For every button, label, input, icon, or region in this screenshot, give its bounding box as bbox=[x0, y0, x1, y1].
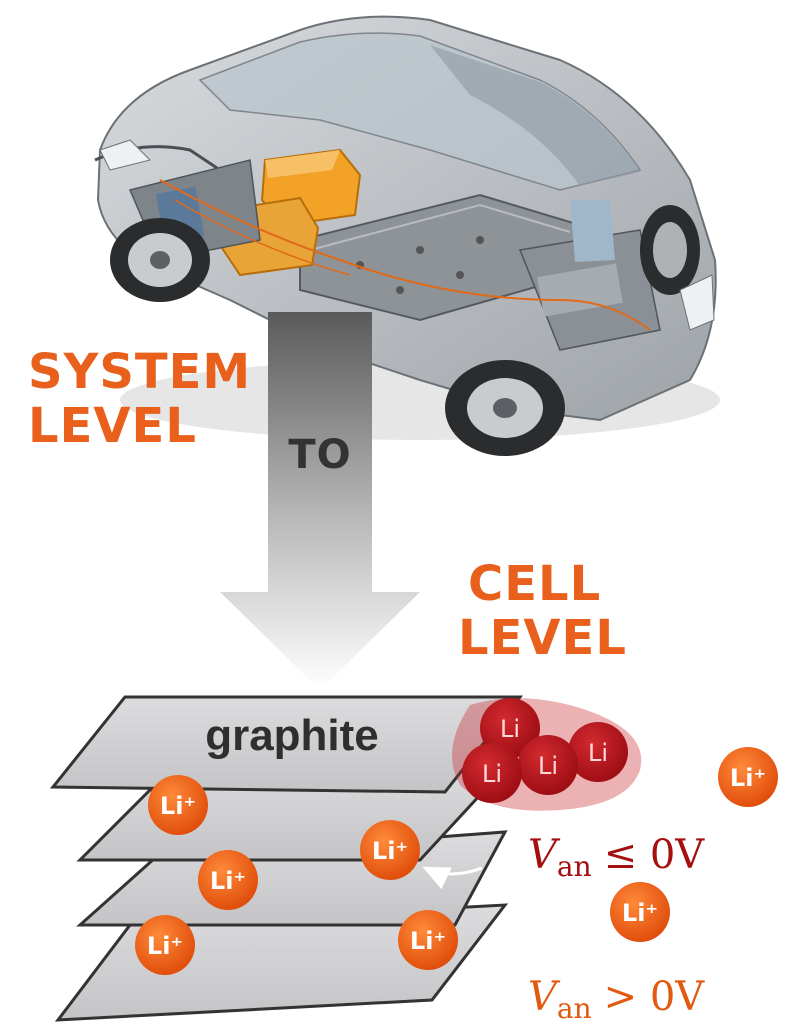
plated-li-3-label: Li bbox=[538, 752, 558, 780]
rear-wheel bbox=[445, 360, 565, 456]
plated-li-3: Li bbox=[518, 735, 578, 795]
equation-normal-var: V bbox=[528, 974, 561, 1020]
li-ion-4: Li⁺ bbox=[135, 915, 195, 975]
far-wheel bbox=[640, 205, 700, 295]
plated-li-1-label: Li bbox=[500, 715, 520, 743]
graphite-layers: graphite bbox=[49, 695, 524, 1022]
graphite-label: graphite bbox=[205, 711, 379, 760]
down-arrow bbox=[220, 312, 420, 690]
li-ions: Li⁺ Li⁺ Li⁺ Li⁺ Li⁺ Li⁺ Li⁺ bbox=[135, 747, 778, 975]
equation-normal-sub: an bbox=[557, 992, 592, 1024]
li-ion-3-label: Li⁺ bbox=[210, 867, 246, 895]
equation-plating-rel: ≤ 0V bbox=[604, 832, 706, 878]
equation-plating: Van ≤ 0V bbox=[528, 832, 705, 883]
li-ion-4-label: Li⁺ bbox=[147, 932, 183, 960]
li-ion-6: Li⁺ bbox=[718, 747, 778, 807]
equation-plating-var: V bbox=[528, 832, 561, 878]
li-ion-7-label: Li⁺ bbox=[622, 899, 658, 927]
intercalation-arrow bbox=[422, 866, 483, 890]
li-ion-3: Li⁺ bbox=[198, 850, 258, 910]
plated-li-2-label: Li bbox=[588, 739, 608, 767]
li-ion-5: Li⁺ bbox=[398, 910, 458, 970]
system-level-line2: LEVEL bbox=[28, 398, 197, 454]
plated-li-4-label: Li bbox=[482, 760, 502, 788]
li-ion-1-label: Li⁺ bbox=[160, 792, 196, 820]
cell-level-line1: CELL bbox=[468, 556, 601, 612]
graphite-sheet-1 bbox=[49, 695, 524, 794]
li-ion-1: Li⁺ bbox=[148, 775, 208, 835]
plated-li-1: Li bbox=[480, 698, 540, 758]
system-level-line1: SYSTEM bbox=[28, 344, 251, 400]
front-wheel bbox=[110, 218, 210, 302]
equation-normal-rel: > 0V bbox=[604, 974, 706, 1020]
to-label: TO bbox=[288, 432, 351, 478]
plated-li-4: Li bbox=[462, 743, 522, 803]
cell-level-line2: LEVEL bbox=[458, 610, 627, 666]
li-ion-7: Li⁺ bbox=[610, 882, 670, 942]
li-ion-5-label: Li⁺ bbox=[410, 927, 446, 955]
plated-li-2: Li bbox=[568, 722, 628, 782]
equation-normal: Van > 0V bbox=[528, 974, 705, 1024]
equation-plating-sub: an bbox=[557, 850, 592, 883]
li-ion-6-label: Li⁺ bbox=[730, 764, 766, 792]
li-ion-2: Li⁺ bbox=[360, 820, 420, 880]
lithium-plating-cluster: Li Li Li Li bbox=[452, 698, 642, 811]
li-ion-2-label: Li⁺ bbox=[372, 837, 408, 865]
